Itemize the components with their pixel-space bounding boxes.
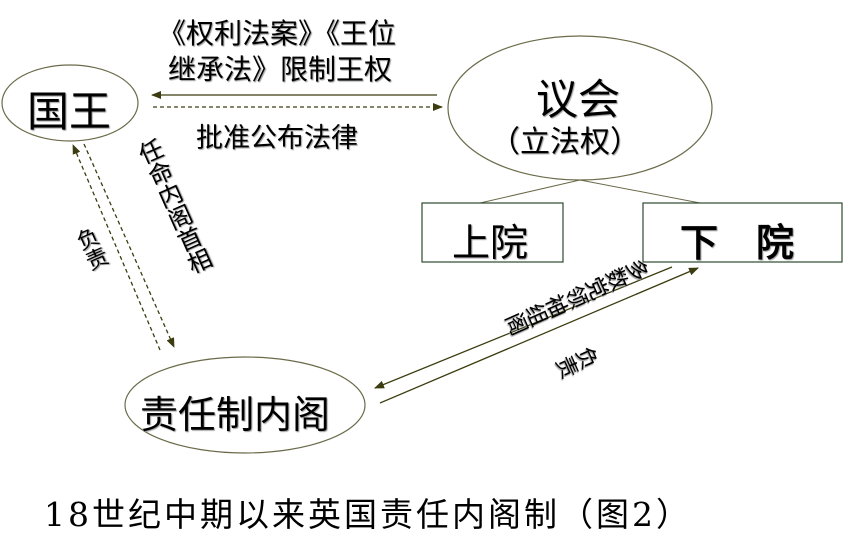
arrow-lower-to-cabinet — [374, 266, 673, 389]
king-node — [1, 64, 139, 142]
lower-house-node — [642, 202, 843, 263]
edge-label-laws-line1: 《权利法案》《王位 — [158, 17, 397, 50]
edge-label-approve: 批准公布法律 — [196, 123, 358, 154]
arrow-cabinet-to-lower — [379, 267, 699, 404]
king-label: 国王 — [27, 87, 112, 136]
upper-house-label: 上院 — [452, 221, 529, 265]
parliament-label: 议会 — [536, 75, 621, 124]
parliament-sub-label: （立法权） — [490, 125, 640, 160]
lower-house-label: 下 院 — [680, 220, 795, 265]
upper-house-node — [421, 202, 564, 263]
arrow-king-to-cabinet — [83, 143, 175, 348]
cabinet-node — [124, 356, 366, 454]
parliament-upper-connector — [479, 179, 581, 204]
caption: 18世纪中期以来英国责任内阁制（图2） — [44, 495, 692, 534]
parliament-lower-connector — [579, 179, 701, 204]
arrow-cabinet-to-king — [72, 144, 161, 351]
edge-label-laws-line2: 继承法》限制王权 — [168, 53, 393, 86]
cabinet-label: 责任制内阁 — [140, 393, 331, 437]
